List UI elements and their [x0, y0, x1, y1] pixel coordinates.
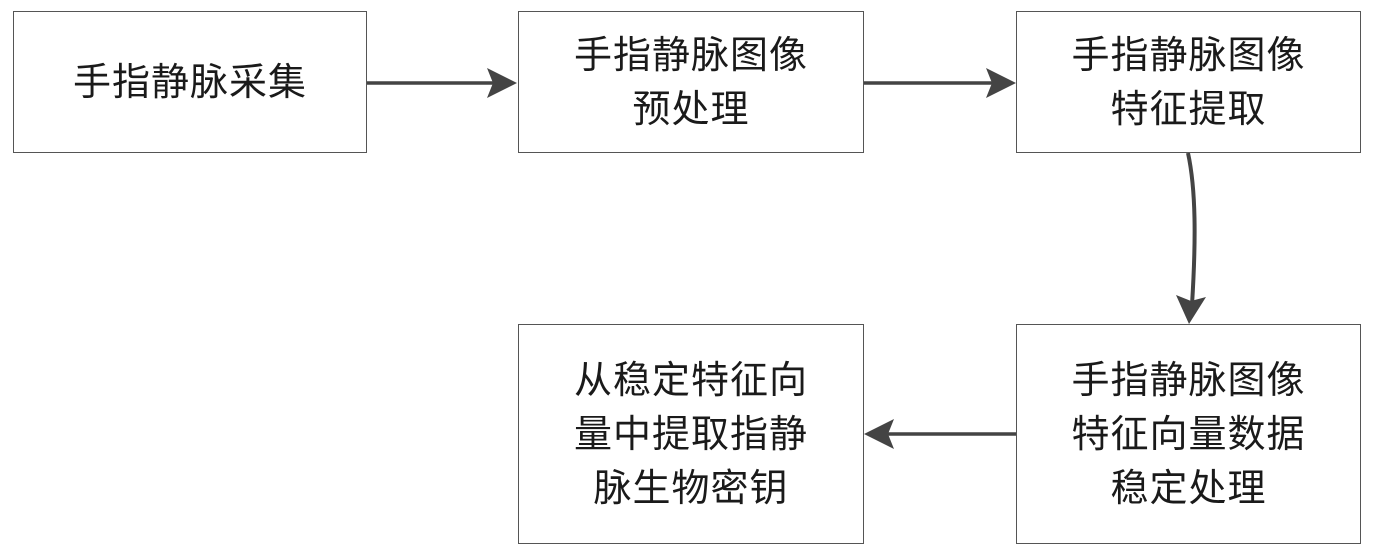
- node-label-line: 手指静脉采集: [73, 55, 307, 109]
- node-label-line: 脉生物密钥: [593, 461, 788, 515]
- node-label-line: 手指静脉图像: [1071, 353, 1305, 407]
- arrow-b3-to-b4: [1188, 153, 1195, 305]
- node-image-preprocessing: 手指静脉图像 预处理: [518, 11, 864, 153]
- node-label-line: 手指静脉图像: [1071, 28, 1305, 82]
- node-finger-vein-capture: 手指静脉采集: [13, 11, 367, 153]
- node-label-line: 稳定处理: [1110, 461, 1266, 515]
- node-label-line: 手指静脉图像: [574, 28, 808, 82]
- node-label-line: 特征提取: [1110, 82, 1266, 136]
- node-label-line: 从稳定特征向: [574, 353, 808, 407]
- node-feature-extraction: 手指静脉图像 特征提取: [1016, 11, 1361, 153]
- node-label-line: 量中提取指静: [574, 407, 808, 461]
- node-label-line: 预处理: [632, 82, 749, 136]
- node-label-line: 特征向量数据: [1071, 407, 1305, 461]
- node-feature-vector-stabilization: 手指静脉图像 特征向量数据 稳定处理: [1016, 324, 1361, 544]
- node-biometric-key-extraction: 从稳定特征向 量中提取指静 脉生物密钥: [518, 324, 864, 544]
